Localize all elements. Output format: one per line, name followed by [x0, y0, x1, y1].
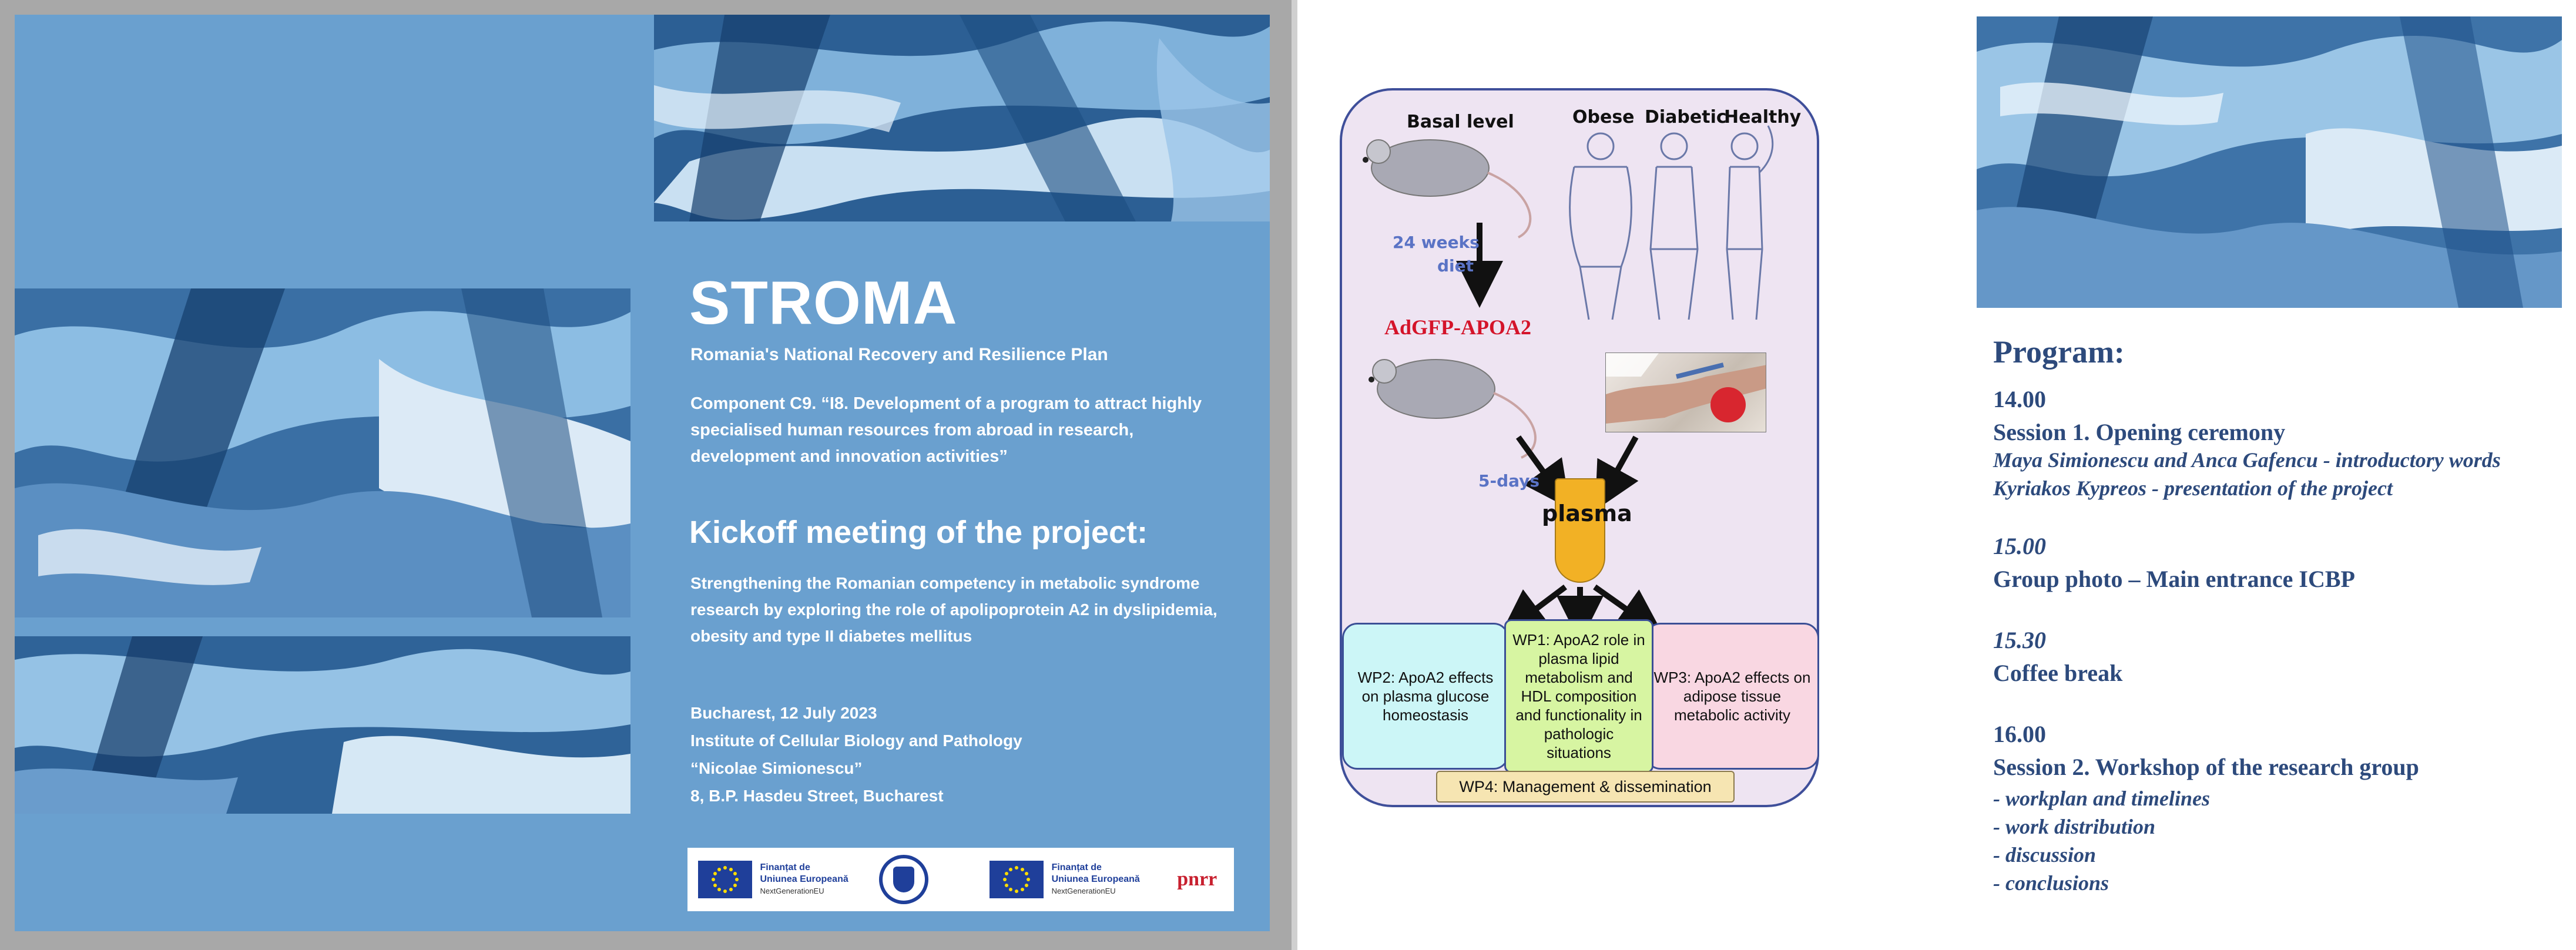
brush-art-middle	[15, 288, 630, 617]
project-diagram: Basal level Obese Diabetic Healthy 24 we…	[1340, 88, 1819, 807]
eu-line: Uniunea Europeană	[760, 874, 848, 884]
venue-line: “Nicolae Simionescu”	[690, 759, 863, 777]
eu-flag-icon	[698, 861, 752, 898]
plasma-tube-icon	[1555, 478, 1605, 583]
eu-line: NextGenerationEU	[1051, 887, 1116, 895]
brush-art-top	[654, 15, 1270, 221]
wp1-box: WP1: ApoA2 role in plasma lipid metaboli…	[1504, 619, 1653, 773]
time-2: 15.00	[1993, 533, 2046, 559]
time-4: 16.00	[1993, 721, 2046, 747]
session-1-presentation: Kyriakos Kypreos - presentation of the p…	[1993, 476, 2393, 500]
mouse-icon	[1368, 359, 1537, 459]
cover-project-title: Strengthening the Romanian competency in…	[690, 574, 1217, 645]
venue-line: Institute of Cellular Biology and Pathol…	[690, 731, 1022, 750]
label-diet: diet	[1437, 256, 1474, 276]
eu-line: Finanțat de	[1051, 862, 1102, 872]
venue-line: Bucharest, 12 July 2023	[690, 704, 877, 722]
session-2-title: Session 2. Workshop of the research grou…	[1993, 754, 2419, 780]
label-diet-weeks: 24 weeks	[1393, 233, 1480, 252]
human-figures	[1569, 125, 1774, 320]
label-diabetic: Diabetic	[1645, 107, 1727, 127]
diagram-graphics	[1363, 125, 1774, 643]
session-1-speaker: Maya Simionescu and Anca Gafencu - intro…	[1993, 448, 2501, 472]
cover-component: Component C9. “I8. Development of a prog…	[690, 394, 1202, 466]
cover-panel: STROMA Romania's National Recovery and R…	[15, 15, 1270, 931]
cover-page: STROMA Romania's National Recovery and R…	[0, 0, 1292, 950]
label-construct: AdGFP-APOA2	[1384, 315, 1531, 339]
eu-funding-text: Finanțat de Uniunea Europeană NextGenera…	[1052, 862, 1163, 897]
label-plasma: plasma	[1542, 501, 1632, 526]
session-1-title: Session 1. Opening ceremony	[1993, 419, 2286, 445]
pnrr-logo: pnrr	[1177, 868, 1217, 890]
brush-art-program	[1977, 16, 2562, 308]
page-divider	[1292, 0, 1297, 950]
wp4-box: WP4: Management & dissemination	[1436, 771, 1735, 803]
eu-line: NextGenerationEU	[760, 887, 824, 895]
cover-plan: Romania's National Recovery and Resilien…	[690, 345, 1108, 364]
funding-logos: Finanțat de Uniunea Europeană NextGenera…	[687, 848, 1234, 911]
label-days: 5-days	[1478, 471, 1540, 491]
time-3: 15.30	[1993, 627, 2046, 653]
eu-flag-icon	[990, 861, 1044, 898]
session-2-item: - work distribution	[1993, 815, 2156, 838]
eu-line: Finanțat de	[760, 862, 810, 872]
wp3-box: WP3: ApoA2 effects on adipose tissue met…	[1645, 623, 1819, 770]
label-healthy: Healthy	[1724, 107, 1802, 127]
venue-line: 8, B.P. Hasdeu Street, Bucharest	[690, 787, 944, 805]
mouse-icon	[1363, 139, 1532, 239]
cover-title: STROMA	[689, 269, 958, 337]
time-1: 14.00	[1993, 386, 2046, 412]
label-obese: Obese	[1572, 107, 1635, 127]
coffee-break: Coffee break	[1993, 660, 2123, 686]
cover-kickoff: Kickoff meeting of the project:	[689, 515, 1148, 550]
session-2-item: - workplan and timelines	[1993, 787, 2211, 810]
session-2-item: - conclusions	[1993, 871, 2109, 895]
wp2-box: WP2: ApoA2 effects on plasma glucose hom…	[1342, 623, 1509, 770]
session-2-item: - discussion	[1993, 843, 2097, 867]
eu-line: Uniunea Europeană	[1051, 874, 1140, 884]
government-seal-icon	[879, 855, 929, 904]
cover-venue: Bucharest, 12 July 2023 Institute of Cel…	[690, 699, 1022, 810]
eu-funding-text: Finanțat de Uniunea Europeană NextGenera…	[760, 862, 871, 897]
label-basal: Basal level	[1407, 112, 1514, 132]
program-heading: Program:	[1993, 334, 2125, 370]
brush-art-bottom	[15, 636, 630, 814]
group-photo: Group photo – Main entrance ICBP	[1993, 566, 2355, 592]
blood-sampling-photo	[1605, 353, 1766, 432]
